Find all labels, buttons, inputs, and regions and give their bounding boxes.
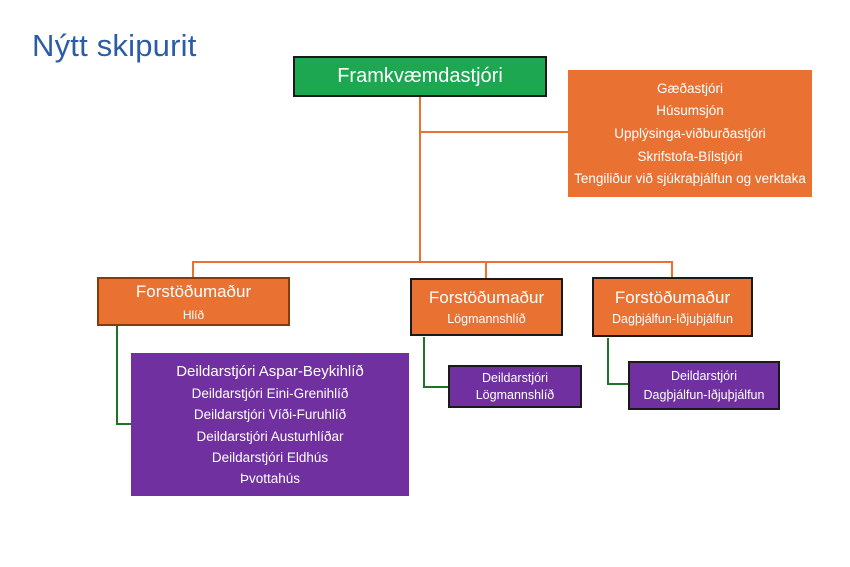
staff-box: Gæðastjóri Húsumsjón Upplýsinga-viðburða… xyxy=(568,70,812,197)
ceo-label: Framkvæmdastjóri xyxy=(337,65,503,87)
connector-dagthjalfun-dept-vertical xyxy=(607,338,609,385)
director-box-hlid: Forstöðumaður Hlíð xyxy=(97,277,290,326)
connector-logmannshlid-dept-horizontal xyxy=(423,386,449,388)
dept-line: Deildarstjóri Víði-Furuhlíð xyxy=(193,407,347,423)
staff-item: Gæðastjóri xyxy=(656,80,724,96)
staff-item: Tengiliður við sjúkraþjálfun og verktaka xyxy=(574,171,806,187)
director-unit: Lögmannshlíð xyxy=(447,312,526,326)
ceo-box: Framkvæmdastjóri xyxy=(293,56,547,97)
dept-line: Lögmannshlíð xyxy=(475,387,555,402)
connector-logmannshlid-dept-vertical xyxy=(423,337,425,388)
connector-drop-hlid xyxy=(192,261,194,278)
connector-directors-horizontal xyxy=(192,261,673,263)
connector-dagthjalfun-dept-horizontal xyxy=(607,383,629,385)
director-box-dagthjalfun: Forstöðumaður Dagþjálfun-Iðjuþjálfun xyxy=(592,277,753,337)
connector-drop-dagthjalfun xyxy=(671,261,673,278)
connector-ceo-vertical xyxy=(419,97,421,263)
director-box-logmannshlid: Forstöðumaður Lögmannshlíð xyxy=(410,278,563,336)
dept-line: Deildarstjóri xyxy=(482,371,548,386)
director-unit: Hlíð xyxy=(182,307,205,322)
staff-item: Húsumsjón xyxy=(656,103,724,119)
dept-box-hlid: Deildarstjóri Aspar-Beykihlíð Deildarstj… xyxy=(131,353,409,496)
connector-hlid-dept-vertical xyxy=(116,326,118,425)
dept-line: Deildarstjóri Austurhlíðar xyxy=(196,428,344,444)
dept-box-logmannshlid: Deildarstjóri Lögmannshlíð xyxy=(448,365,582,408)
staff-item: Upplýsinga-viðburðastjóri xyxy=(614,125,766,141)
dept-line: Deildarstjóri Eini-Grenihlíð xyxy=(191,386,349,402)
staff-item: Skrifstofa-Bílstjóri xyxy=(637,148,743,164)
director-title: Forstöðumaður xyxy=(135,281,252,301)
dept-box-dagthjalfun: Deildarstjóri Dagþjálfun-Iðjuþjálfun xyxy=(628,361,780,410)
slide-title: Nýtt skipurit xyxy=(32,28,197,63)
connector-drop-logmannshlid xyxy=(485,261,487,279)
dept-line: Deildarstjóri Eldhús xyxy=(211,449,329,465)
dept-line: Dagþjálfun-Iðjuþjálfun xyxy=(643,387,765,402)
connector-hlid-dept-horizontal xyxy=(116,423,132,425)
director-unit: Dagþjálfun-Iðjuþjálfun xyxy=(612,312,733,326)
connector-ceo-to-staff xyxy=(420,131,568,133)
director-title: Forstöðumaður xyxy=(428,288,545,307)
dept-line: Þvottahús xyxy=(239,470,301,486)
dept-line: Deildarstjóri Aspar-Beykihlíð xyxy=(176,363,364,381)
dept-line: Deildarstjóri xyxy=(671,369,737,384)
director-title: Forstöðumaður xyxy=(614,288,731,307)
